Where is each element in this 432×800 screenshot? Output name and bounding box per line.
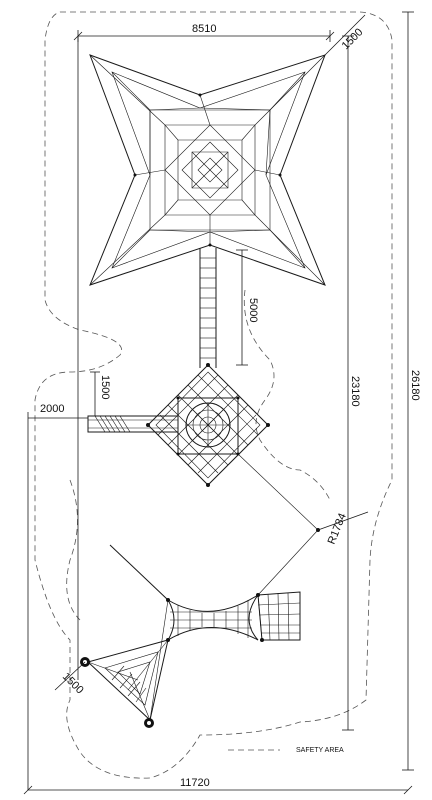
dim-side-offset	[90, 371, 100, 417]
dim-radius-label: R1784	[326, 512, 349, 547]
dim-radius	[317, 511, 369, 531]
dim-top-width	[73, 30, 335, 680]
dim-left-offset-label: 2000	[40, 403, 64, 415]
safety-area-inner-curve	[243, 289, 331, 501]
dim-total-width-label: 11720	[180, 777, 210, 789]
dim-top-width-label: 8510	[192, 23, 216, 35]
dim-side-offset-label: 1500	[99, 375, 111, 399]
legend-safety-area-label: SAFETY AREA	[296, 747, 344, 754]
dim-total-height	[402, 11, 414, 771]
dim-bridge-length-label: 5000	[247, 298, 259, 322]
dim-total-height-label: 26180	[409, 370, 421, 401]
dim-inner-height-label: 23180	[349, 376, 361, 407]
dim-left-offset	[27, 412, 88, 790]
slide-platform	[87, 415, 179, 433]
diamond-net-tower	[146, 363, 270, 487]
safety-area-outline	[34, 11, 393, 779]
lower-net-structure	[80, 528, 320, 728]
dim-inner-height	[342, 35, 354, 731]
dim-bottom-left-offset-label: 1500	[60, 671, 86, 697]
dim-bottom-left-offset	[54, 661, 86, 691]
dim-total-width	[23, 785, 413, 795]
connecting-cable	[237, 453, 319, 531]
ladder-bridge	[199, 248, 217, 368]
safety-area-inner-curve-2	[66, 479, 81, 621]
star-net-structure	[89, 54, 326, 286]
dim-top-right-offset	[324, 14, 366, 56]
dim-top-right-offset-label: 1500	[340, 26, 366, 52]
legend: SAFETY AREA	[228, 747, 344, 754]
dim-bridge-length	[236, 249, 248, 366]
